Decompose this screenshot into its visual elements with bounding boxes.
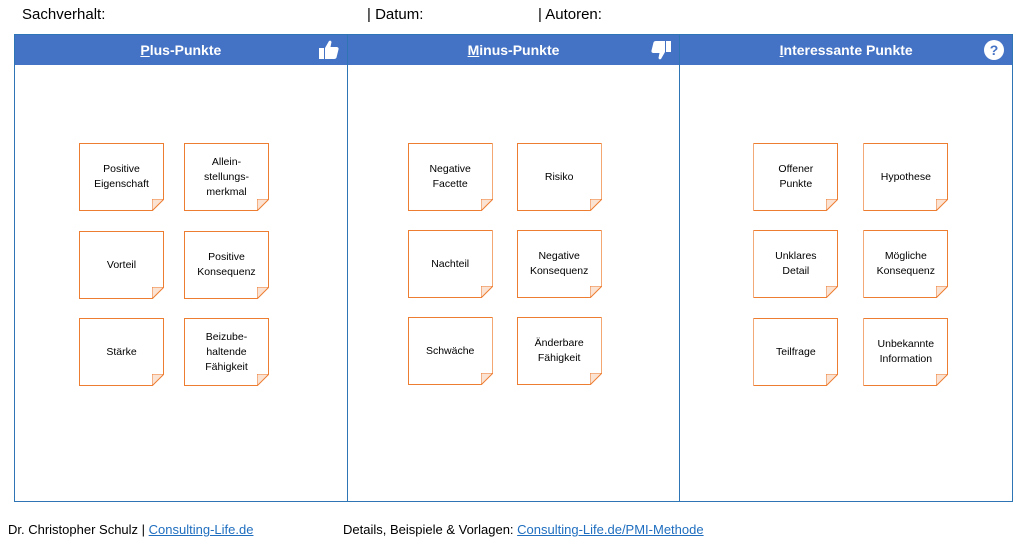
column-plus: Plus-Punkte Positive Eigenschaft Allein-… — [15, 35, 348, 501]
question-circle-icon: ? — [984, 40, 1005, 60]
note-positive-konsequenz: Positive Konsequenz — [184, 231, 269, 299]
column-minus-header: Minus-Punkte — [347, 35, 680, 65]
footer-author: Dr. Christopher Schulz | Consulting-Life… — [8, 522, 254, 537]
autoren-label: | Autoren: — [538, 6, 602, 23]
note-schwaeche: Schwäche — [408, 317, 493, 385]
thumbs-up-icon — [318, 40, 339, 59]
note-alleinstellungsmerkmal: Allein- stellungs- merkmal — [184, 143, 269, 211]
datum-label: | Datum: — [367, 6, 424, 23]
note-staerke: Stärke — [79, 318, 164, 386]
column-plus-title: Plus-Punkte — [140, 42, 222, 58]
note-nachteil: Nachteil — [408, 230, 493, 298]
column-interessant-header: Interessante Punkte ? — [680, 35, 1013, 65]
note-beizubehaltende-faehigkeit: Beizube- haltende Fähigkeit — [184, 318, 269, 386]
note-positive-eigenschaft: Positive Eigenschaft — [79, 143, 164, 211]
note-moegliche-konsequenz: Mögliche Konsequenz — [863, 230, 949, 298]
column-interessant: Interessante Punkte ? Offener Punkte Hyp… — [680, 35, 1013, 501]
note-unklares-detail: Unklares Detail — [753, 230, 839, 298]
author-link[interactable]: Consulting-Life.de — [148, 522, 254, 537]
note-negative-facette: Negative Facette — [408, 143, 493, 211]
column-interessant-title: Interessante Punkte — [779, 42, 913, 58]
footer-details: Details, Beispiele & Vorlagen: Consultin… — [343, 522, 704, 537]
note-negative-konsequenz: Negative Konsequenz — [517, 230, 602, 298]
details-link[interactable]: Consulting-Life.de/PMI-Methode — [517, 522, 704, 537]
note-vorteil: Vorteil — [79, 231, 164, 299]
column-plus-header: Plus-Punkte — [15, 35, 347, 65]
note-hypothese: Hypothese — [863, 143, 949, 211]
svg-text:?: ? — [990, 42, 999, 58]
note-teilfrage: Teilfrage — [753, 318, 839, 386]
sachverhalt-label: Sachverhalt: — [22, 6, 106, 23]
note-risiko: Risiko — [517, 143, 602, 211]
pmi-board: Plus-Punkte Positive Eigenschaft Allein-… — [14, 34, 1013, 502]
note-offener-punkte: Offener Punkte — [753, 143, 839, 211]
note-aenderbare-faehigkeit: Änderbare Fähigkeit — [517, 317, 602, 385]
column-minus-title: Minus-Punkte — [467, 42, 560, 58]
thumbs-down-icon — [651, 41, 672, 60]
column-minus: Minus-Punkte Negative Facette Risiko Nac… — [347, 35, 681, 501]
note-unbekannte-information: Unbekannte Information — [863, 318, 949, 386]
